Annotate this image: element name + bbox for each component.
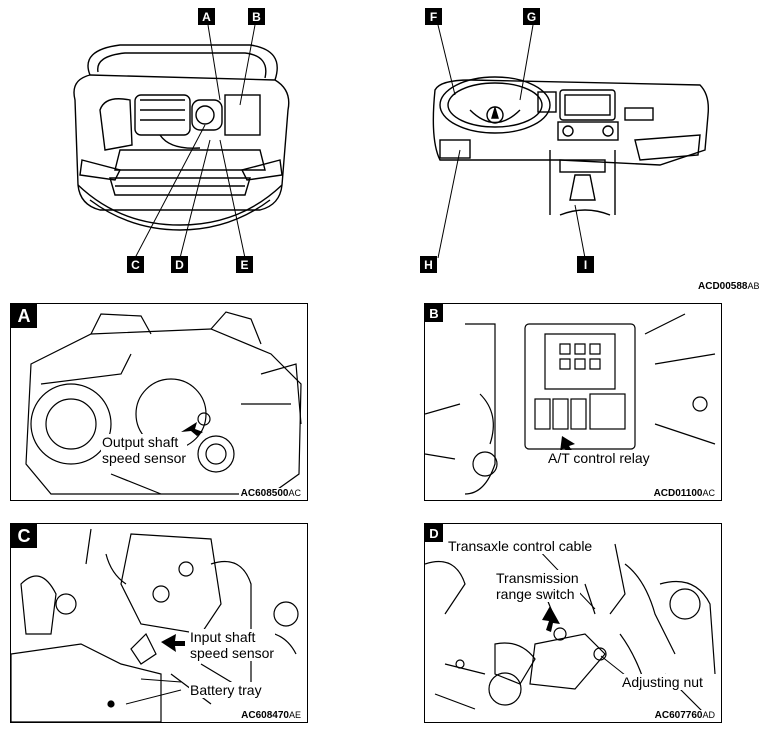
- callout-a: A: [198, 8, 215, 25]
- callout-e: E: [236, 256, 253, 273]
- panel-b: B A/T control relay ACD01100AC: [424, 303, 722, 501]
- callout-b: B: [248, 8, 265, 25]
- panel-d-code: AC607760AD: [652, 710, 717, 721]
- panel-b-code: ACD01100AC: [651, 488, 717, 499]
- callout-i: I: [577, 256, 594, 273]
- battery-tray-label: Battery tray: [189, 682, 263, 698]
- engine-bay-illustration: [73, 24, 290, 259]
- panel-a-code: AC608500AC: [238, 488, 303, 499]
- input-sensor-drawing: [11, 528, 299, 722]
- panel-d-label: D: [425, 524, 443, 542]
- panel-c-code: AC608470AE: [239, 710, 303, 721]
- overview-figure-code: ACD00588AB: [698, 281, 760, 292]
- callout-c: C: [127, 256, 144, 273]
- dashboard-illustration: [432, 24, 710, 259]
- callout-g: G: [523, 8, 540, 25]
- adjusting-nut-label: Adjusting nut: [621, 674, 704, 690]
- callout-h: H: [420, 256, 437, 273]
- callout-d: D: [171, 256, 188, 273]
- panel-b-label: B: [425, 304, 443, 322]
- at-control-relay-label: A/T control relay: [547, 450, 651, 466]
- panel-c-label: C: [11, 524, 37, 548]
- transaxle-control-cable-label: Transaxle control cable: [447, 538, 594, 554]
- panel-a-label: A: [11, 304, 37, 328]
- transaxle-drawing: [25, 311, 302, 495]
- callout-f: F: [425, 8, 442, 25]
- relay-box-drawing: [425, 313, 716, 495]
